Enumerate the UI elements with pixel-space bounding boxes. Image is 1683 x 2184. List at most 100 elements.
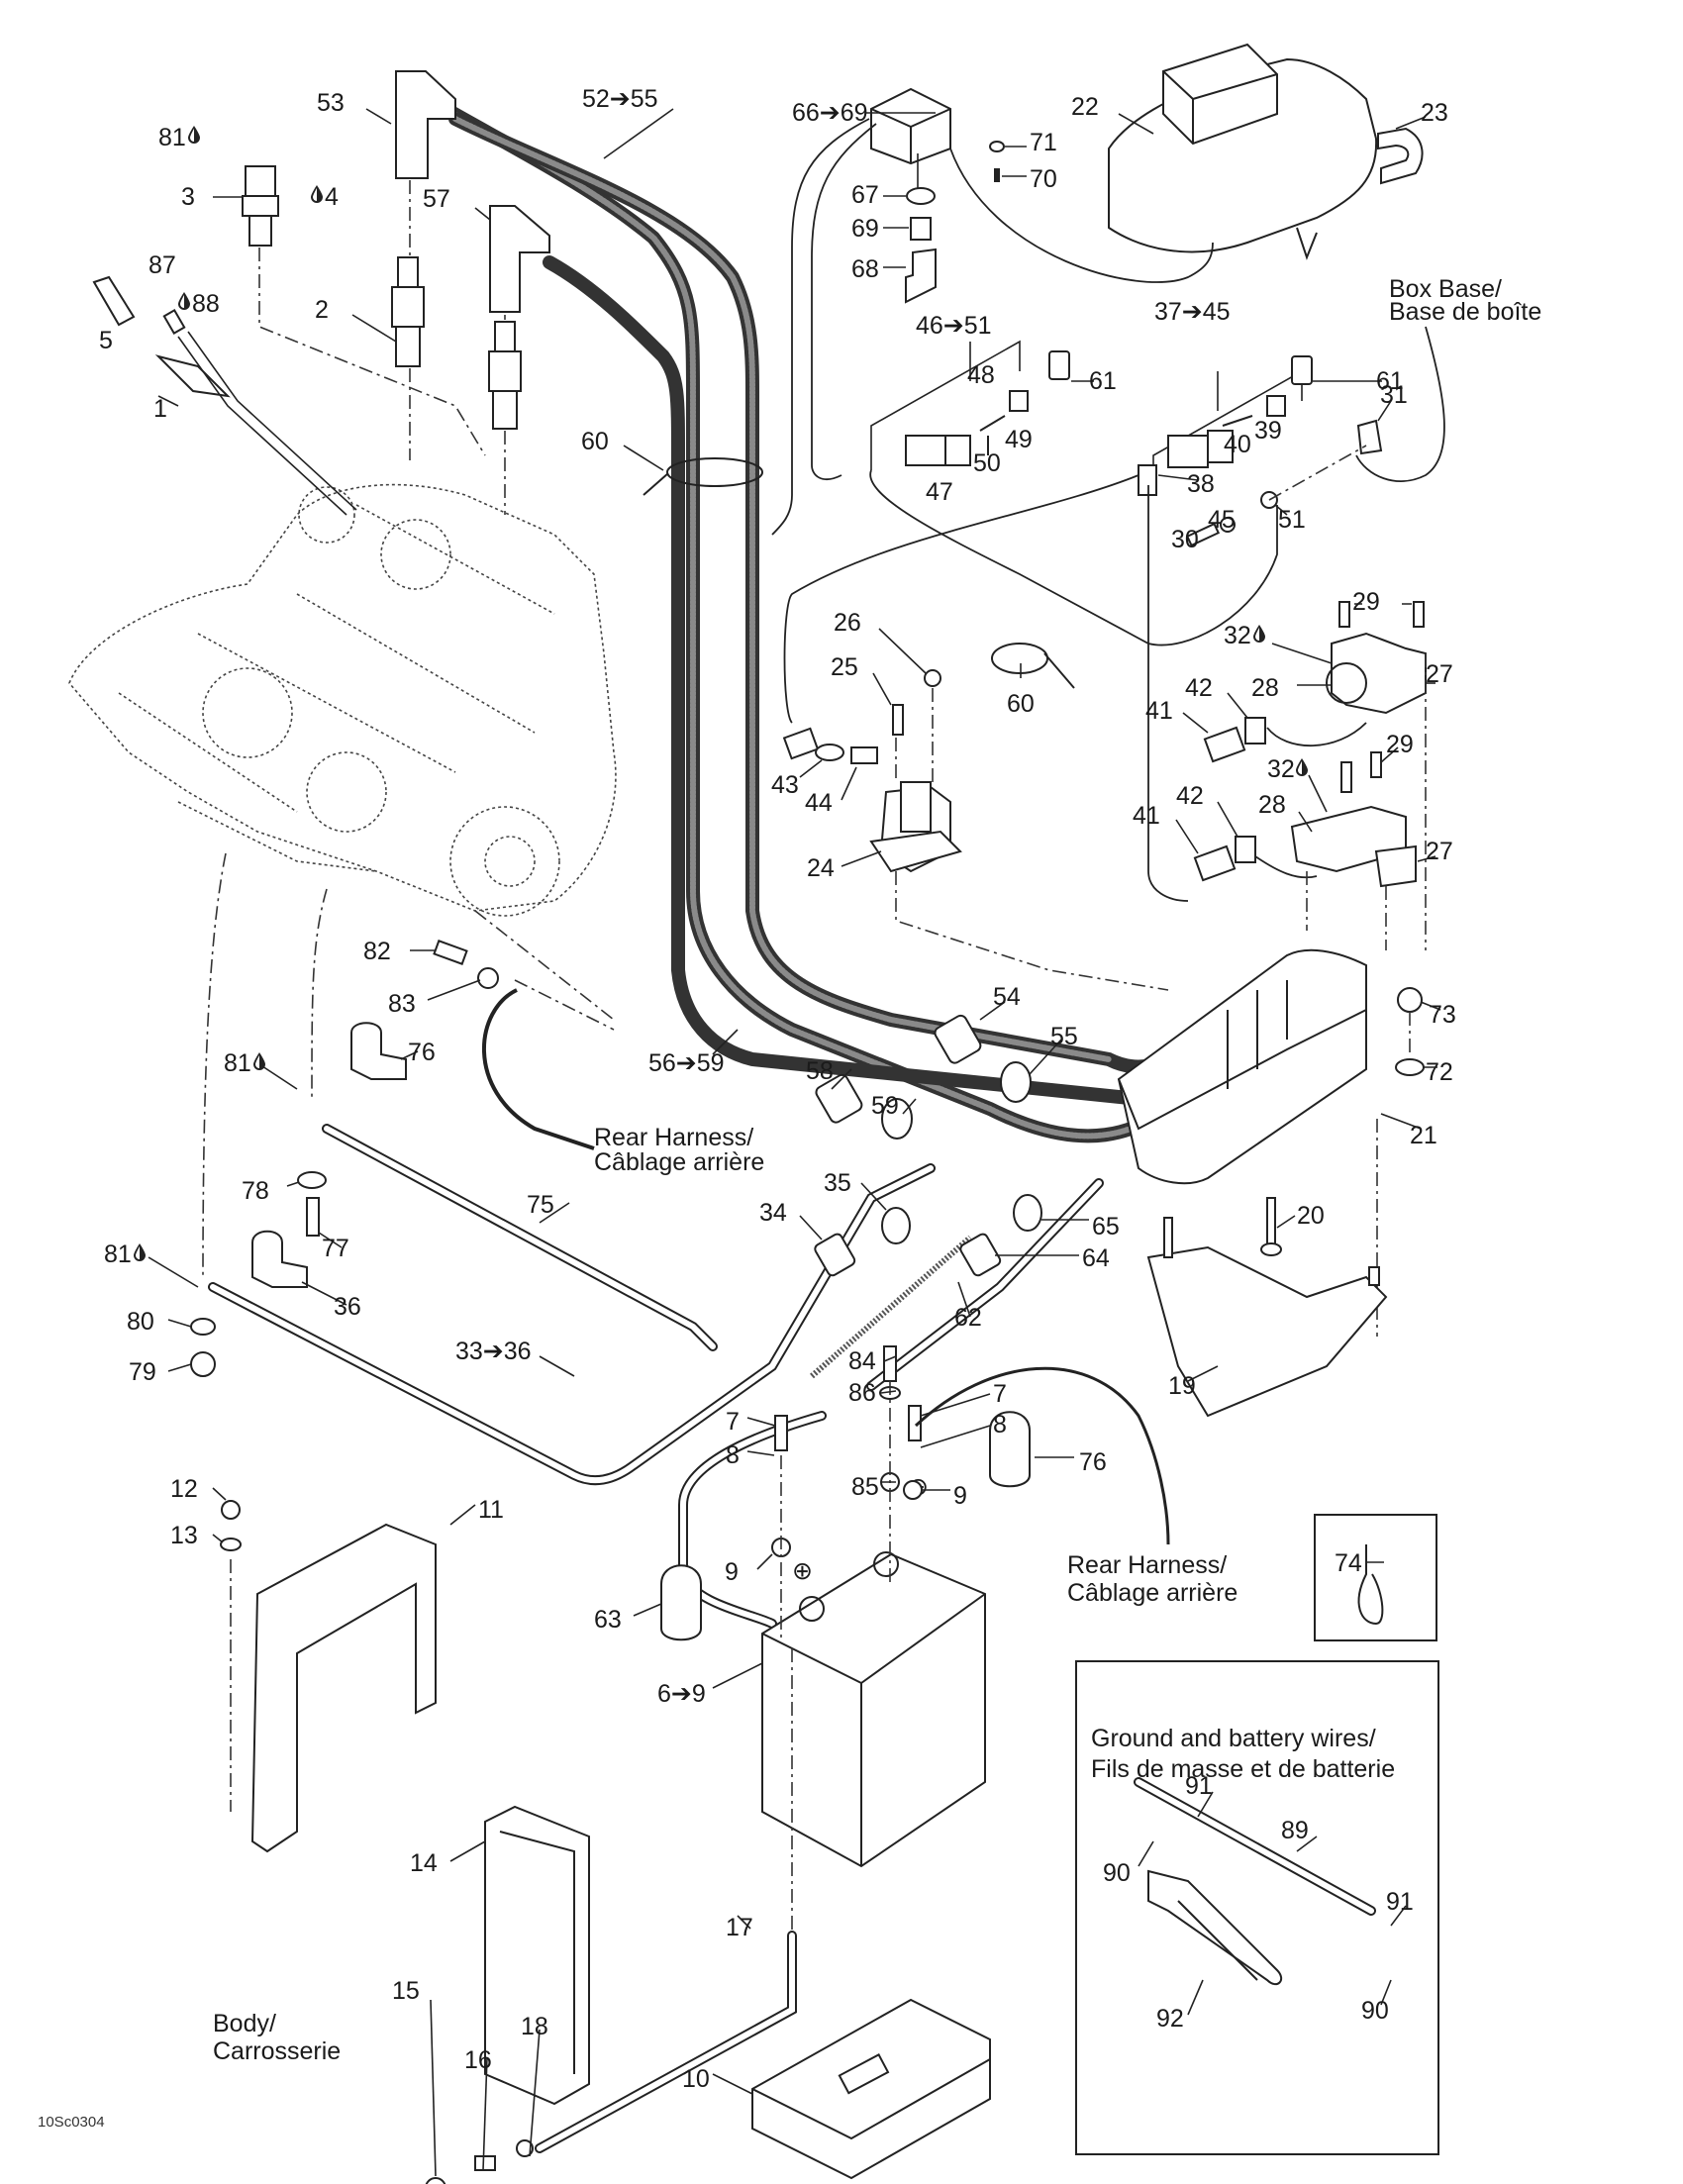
callout-17: 17	[726, 1914, 753, 1941]
battery-cable-62	[678, 1178, 1104, 1629]
callout-53: 53	[317, 89, 345, 117]
callout-23: 23	[1421, 99, 1448, 127]
screw-25	[892, 704, 904, 736]
callout-72: 72	[1426, 1058, 1453, 1086]
fuse-box-cover	[1108, 43, 1378, 260]
ground-strap-89	[1134, 1777, 1376, 1916]
battery-cable-33-36	[208, 1163, 936, 1486]
callout-55: 55	[1050, 1023, 1078, 1050]
callout-68: 68	[851, 255, 879, 283]
callout-40: 40	[1224, 431, 1251, 458]
rear-harness-note-a-line1: Rear Harness/	[594, 1124, 753, 1151]
callout-32-upper: 32	[1224, 622, 1251, 649]
callout-11: 11	[478, 1496, 504, 1524]
bolt-16	[474, 2155, 496, 2171]
callout-41-lower: 41	[1133, 802, 1160, 830]
connector-43	[782, 727, 820, 760]
drop-icon	[178, 292, 190, 310]
callout-42-upper: 42	[1185, 674, 1213, 702]
spark-plug-1	[391, 256, 425, 367]
callout-90-left: 90	[1103, 1859, 1131, 1887]
callout-64: 64	[1082, 1244, 1110, 1272]
box-base-note-line1: Box Base/	[1389, 275, 1502, 303]
spark-plug-cap-front	[395, 70, 456, 179]
rear-harness-note-b-line1: Rear Harness/	[1067, 1551, 1227, 1579]
spark-plug-cap-rear	[489, 205, 550, 313]
notes: Box Base/ Base de boîte Rear Harness/ Câ…	[38, 275, 1541, 2131]
terminal-42-lower	[1235, 836, 1256, 863]
rear-harness-note-a-line2: Câblage arrière	[594, 1148, 764, 1176]
callout-85: 85	[851, 1473, 879, 1501]
callout-61-right: 61	[1376, 367, 1404, 395]
leader-lines	[148, 108, 1441, 2177]
callout-8-right: 8	[993, 1411, 1007, 1439]
bolt-77	[306, 1197, 320, 1237]
callout-1: 1	[153, 395, 167, 423]
callout-57: 57	[423, 185, 450, 213]
callout-48: 48	[967, 361, 995, 389]
seal-44	[815, 744, 844, 761]
callout-91-top: 91	[1185, 1772, 1213, 1800]
grommet-59	[881, 1098, 913, 1140]
callout-59: 59	[871, 1092, 899, 1120]
battery-positive-symbol: ⊕	[792, 1557, 813, 1585]
callout-16: 16	[464, 2046, 492, 2074]
grommet-55	[1000, 1061, 1032, 1103]
callout-31: 31	[1380, 381, 1408, 409]
callout-63: 63	[594, 1606, 622, 1634]
callout-39: 39	[1254, 417, 1282, 445]
screw-70	[994, 168, 1000, 182]
ground-cable-75	[322, 1124, 718, 1351]
tie-wrap-inset	[1314, 1514, 1437, 1641]
callout-70: 70	[1030, 165, 1057, 193]
nut-79	[190, 1351, 216, 1377]
crimping-tool-92	[1147, 1869, 1283, 1986]
seal-61a	[1048, 350, 1070, 380]
callout-15: 15	[392, 1977, 420, 2005]
screw-29-lower-a	[1340, 761, 1352, 793]
washer-80	[190, 1318, 216, 1336]
callout-27-lower: 27	[1426, 838, 1453, 865]
connector-41-lower	[1193, 844, 1237, 882]
callout-58: 58	[806, 1057, 834, 1085]
callout-92: 92	[1156, 2005, 1184, 2033]
terminal-cover-63	[660, 1564, 702, 1641]
callout-66-69: 66➔69	[792, 99, 868, 127]
spark-plug-2	[488, 321, 522, 430]
callout-75: 75	[527, 1191, 554, 1219]
cover-strip-23	[1377, 127, 1424, 185]
battery	[761, 1551, 986, 1868]
callout-4: 4	[325, 183, 339, 211]
callout-30: 30	[1171, 526, 1199, 553]
terminal-49	[1009, 390, 1029, 412]
callout-76-upper: 76	[408, 1039, 436, 1066]
nut-12	[221, 1500, 241, 1520]
callout-27-upper: 27	[1426, 660, 1453, 688]
connector-38	[1138, 430, 1234, 496]
callout-78: 78	[242, 1177, 269, 1205]
terminal-cover-36	[251, 1230, 308, 1288]
starter-solenoid	[869, 781, 962, 873]
stud-20	[1260, 1197, 1282, 1256]
connector-5	[92, 275, 136, 327]
callout-2: 2	[315, 296, 329, 324]
callout-14: 14	[410, 1849, 438, 1877]
callout-5: 5	[99, 327, 113, 354]
body-note-line2: Carrosserie	[213, 2037, 341, 2065]
callout-49: 49	[1005, 426, 1033, 453]
ignition-coil-upper	[1326, 632, 1427, 715]
washer-13	[220, 1538, 242, 1551]
callout-44: 44	[805, 789, 833, 817]
callout-7-left: 7	[726, 1408, 740, 1436]
fuse-69	[910, 217, 932, 241]
callout-28-lower: 28	[1258, 791, 1286, 819]
callout-29-top: 29	[1352, 588, 1380, 616]
ignition-harness	[439, 102, 1175, 1143]
connector-41-upper	[1203, 726, 1246, 763]
callout-74: 74	[1335, 1549, 1362, 1577]
terminal-cover-76a	[350, 1022, 407, 1080]
bolt-7-right	[908, 1405, 922, 1441]
callout-12: 12	[170, 1475, 198, 1503]
terminal-39	[1266, 395, 1286, 417]
ignition-coil-lower	[1290, 805, 1417, 888]
